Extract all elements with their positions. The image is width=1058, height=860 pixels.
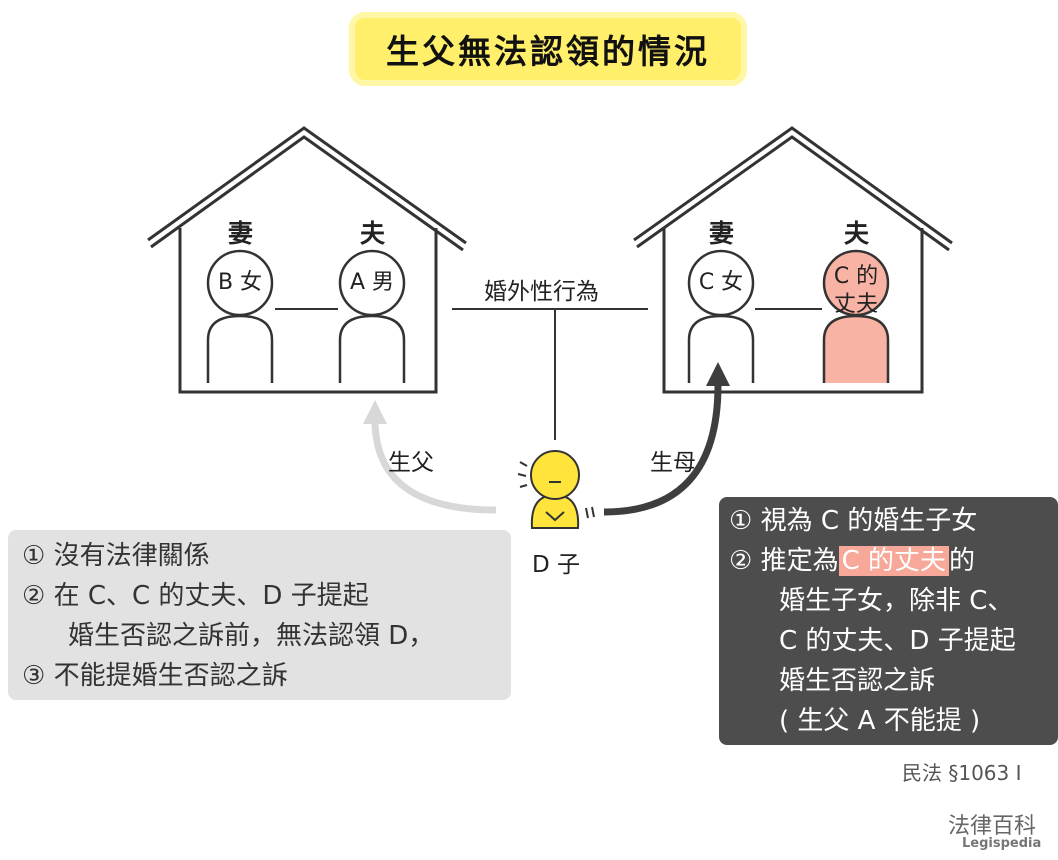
father-arrow-label: 生父 xyxy=(388,450,434,476)
father-explanation-box: ① 沒有法律關係 ② 在 C、C 的丈夫、D 子提起 婚生否認之訴前，無法認領 … xyxy=(8,530,511,700)
father-point-2-cont: 婚生否認之訴前，無法認領 D， xyxy=(68,621,435,651)
affair-label: 婚外性行為 xyxy=(484,279,599,305)
mother-point-2-cont-3: 婚生否認之訴 xyxy=(779,666,936,696)
mother-point-2-cont-2: C 的丈夫、D 子提起 xyxy=(779,626,1016,656)
brand-logo-subtext: Legispedia xyxy=(962,836,1042,851)
mother-point-1: ① 視為 C 的婚生子女 xyxy=(729,506,978,536)
law-citation: 民法 §1063 I xyxy=(902,761,1022,785)
arrow-mother-head xyxy=(706,362,730,386)
child-figure xyxy=(517,450,595,529)
father-point-1: ① 沒有法律關係 xyxy=(22,541,210,571)
arrow-father-head xyxy=(363,400,387,424)
highlight-c-husband: C 的丈夫 xyxy=(838,546,949,576)
father-point-2: ② 在 C、C 的丈夫、D 子提起 xyxy=(22,581,369,611)
left-wife-label: 妻 xyxy=(228,219,254,248)
page-title: 生父無法認領的情況 xyxy=(349,12,747,86)
arrow-father xyxy=(371,419,497,514)
arrow-mother xyxy=(603,384,722,516)
brand-logo-text: 法律百科 xyxy=(948,814,1037,839)
person-c-label: C 女 xyxy=(698,270,744,295)
mother-arrow-label: 生母 xyxy=(650,450,696,476)
right-wife-label: 妻 xyxy=(709,219,735,248)
house-right xyxy=(633,126,953,394)
child-label: D 子 xyxy=(532,552,581,578)
mother-point-2-cont-4: ( 生父 A 不能提 ) xyxy=(779,706,981,736)
person-b xyxy=(206,249,274,383)
person-a xyxy=(338,249,406,383)
person-c-husband-label-1: C 的 xyxy=(833,264,879,289)
person-c-husband xyxy=(822,249,890,383)
mother-point-2-cont-1: 婚生子女，除非 C、 xyxy=(779,586,1014,616)
house-left xyxy=(147,126,467,394)
left-husband-label: 夫 xyxy=(360,219,386,248)
mother-point-2-post: 的 xyxy=(949,546,976,576)
person-c xyxy=(687,249,755,383)
mother-point-2-pre: ② 推定為 xyxy=(729,546,839,576)
person-c-husband-label-2: 丈夫 xyxy=(833,292,878,317)
father-point-3: ③ 不能提婚生否認之訴 xyxy=(22,661,288,691)
person-a-label: A 男 xyxy=(349,270,395,295)
person-b-label: B 女 xyxy=(217,270,263,295)
right-husband-label: 夫 xyxy=(844,219,870,248)
